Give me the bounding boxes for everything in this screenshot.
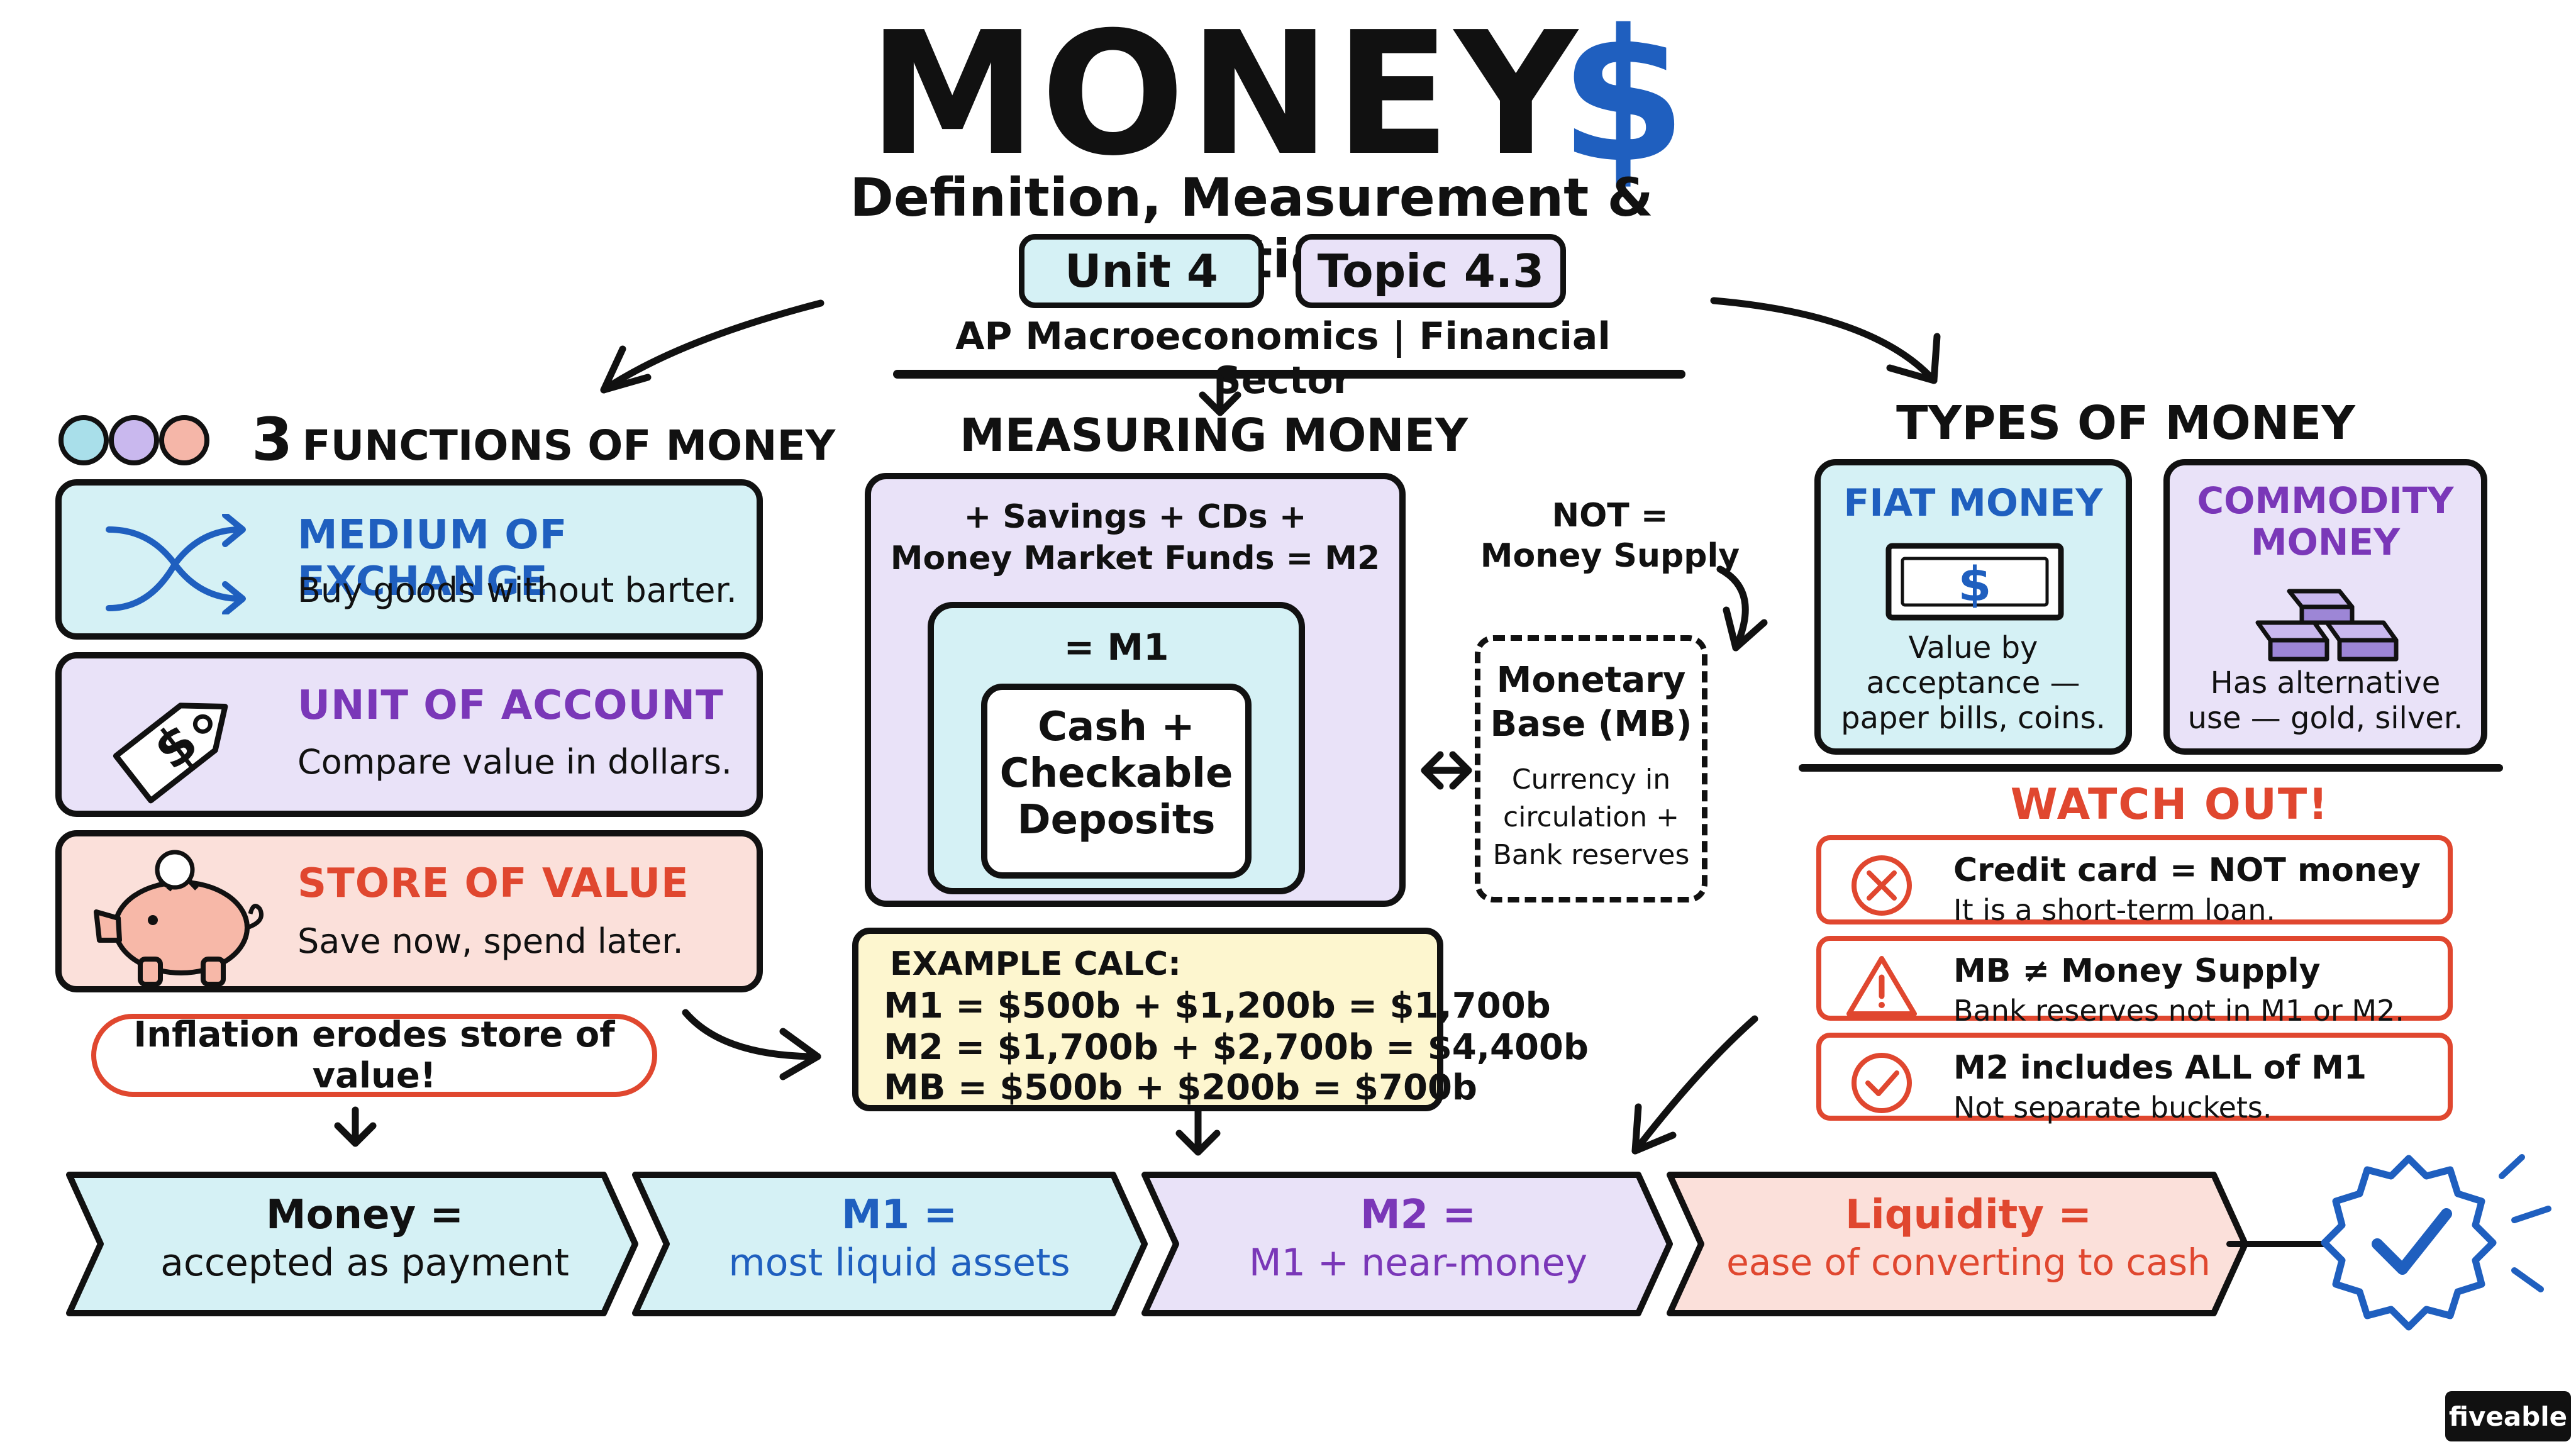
course-underline: [893, 370, 1685, 379]
inflation-warning: Inflation erodes store of value!: [91, 1014, 657, 1097]
check-seal-icon: [2321, 1154, 2551, 1331]
commodity-desc-1: Has alternative: [2210, 665, 2441, 701]
watch-item-m2: M2 includes ALL of M1 Not separate bucke…: [1816, 1033, 2453, 1124]
brand-logo: fiveable: [2445, 1391, 2571, 1441]
dollar-icon: $: [1560, 0, 1687, 203]
fiat-title: FIAT MONEY: [1843, 481, 2103, 525]
calc-title: EXAMPLE CALC:: [890, 945, 1181, 983]
card-description: Compare value in dollars.: [297, 742, 733, 782]
dollar-bill-icon: $: [1885, 543, 2064, 621]
watch-line-2: Bank reserves not in M1 or M2.: [1953, 994, 2404, 1028]
watch-item-mb: MB ≠ Money Supply Bank reserves not in M…: [1816, 936, 2453, 1028]
three-dots-icon: [58, 415, 209, 465]
mb-desc-1: Currency in: [1511, 763, 1671, 796]
unit-badge: Unit 4: [1019, 234, 1264, 308]
fiat-desc-3: paper bills, coins.: [1841, 701, 2106, 736]
price-tag-icon: $: [113, 702, 228, 804]
card-description: Save now, spend later.: [297, 921, 684, 961]
banner-money: Money = accepted as payment: [107, 1192, 623, 1285]
card-description: Buy goods without barter.: [297, 570, 737, 610]
banner-line-1: Money =: [265, 1192, 464, 1238]
watch-line-2: It is a short-term loan.: [1953, 893, 2275, 927]
core-line-2: Checkable: [999, 750, 1233, 797]
not-money-supply-note: NOT = Money Supply: [1465, 497, 1755, 575]
check-circle-icon: [1852, 1053, 1912, 1113]
core-line-1: Cash +: [1038, 704, 1195, 750]
piggy-bank-icon: [94, 850, 264, 987]
core-line-3: Deposits: [1017, 797, 1216, 843]
shuffle-arrows-icon: [106, 514, 246, 614]
m2-line-2: Money Market Funds = M2: [890, 540, 1380, 577]
svg-text:$: $: [1958, 556, 1992, 612]
mb-title-1: Monetary: [1496, 660, 1686, 701]
not-line-2: Money Supply: [1480, 537, 1740, 575]
m2-line-1: + Savings + CDs +: [963, 498, 1307, 536]
fiat-desc-1: Value by: [1908, 630, 2038, 665]
types-divider: [1799, 764, 2503, 772]
card-title: STORE OF VALUE: [297, 860, 689, 907]
mb-desc-3: Bank reserves: [1492, 839, 1690, 871]
watch-item-credit-card: Credit card = NOT money It is a short-te…: [1816, 835, 2453, 927]
card-title: MEDIUM OF EXCHANGE: [297, 512, 568, 605]
title-text: MONEY: [868, 0, 1582, 193]
card-title: UNIT OF ACCOUNT: [297, 682, 724, 729]
watch-line-1: Credit card = NOT money: [1953, 852, 2421, 889]
banner-line-2: most liquid assets: [728, 1241, 1070, 1285]
page-title: MONEY: [868, 6, 1577, 182]
core-box: Cash + Checkable Deposits: [981, 684, 1252, 879]
banner-m1: M1 = most liquid assets: [673, 1192, 1126, 1285]
watch-out-heading: WATCH OUT!: [2010, 780, 2329, 830]
functions-heading-text: FUNCTIONS OF MONEY: [302, 421, 836, 470]
watch-line-1: MB ≠ Money Supply: [1953, 952, 2321, 990]
types-heading: TYPES OF MONEY: [1896, 396, 2355, 450]
not-line-1: NOT =: [1552, 497, 1668, 535]
fiat-money-card: FIAT MONEY $ Value by acceptance — paper…: [1814, 459, 2132, 755]
fiat-desc-2: acceptance —: [1866, 665, 2080, 701]
card-unit-of-account: $ UNIT OF ACCOUNT Compare value in dolla…: [55, 652, 763, 817]
functions-heading-number: 3: [252, 406, 293, 474]
banner-line-1: Liquidity =: [1845, 1192, 2092, 1238]
measuring-heading: MEASURING MONEY: [960, 409, 1468, 462]
banner-line-2: M1 + near-money: [1248, 1241, 1588, 1285]
mb-title-2: Base (MB): [1490, 704, 1692, 745]
card-medium-of-exchange: MEDIUM OF EXCHANGE Buy goods without bar…: [55, 479, 763, 640]
banner-line-2: accepted as payment: [160, 1241, 569, 1285]
calc-line-m2: M2 = $1,700b + $2,700b = $4,400b: [884, 1027, 1589, 1068]
m1-label: = M1: [1063, 626, 1169, 669]
m1-box: = M1 Cash + Checkable Deposits: [928, 602, 1305, 894]
monetary-base-box: Monetary Base (MB) Currency in circulati…: [1475, 635, 1707, 902]
watch-line-2: Not separate buckets.: [1953, 1091, 2272, 1124]
brand-logo-text: fiveable: [2448, 1401, 2568, 1432]
functions-heading: 3 FUNCTIONS OF MONEY: [252, 406, 835, 474]
card-store-of-value: STORE OF VALUE Save now, spend later.: [55, 830, 763, 992]
commodity-money-card: COMMODITY MONEY Has alternative use — go…: [2163, 459, 2487, 755]
banner-line-1: M1 =: [841, 1192, 958, 1238]
inflation-warning-text: Inflation erodes store of value!: [133, 1014, 615, 1096]
banner-liquidity: Liquidity = ease of converting to cash: [1711, 1192, 2226, 1284]
banner-m2: M2 = M1 + near-money: [1182, 1192, 1654, 1285]
banner-line-1: M2 =: [1360, 1192, 1477, 1238]
m2-box: + Savings + CDs + Money Market Funds = M…: [865, 473, 1406, 907]
gold-bars-icon: [2255, 589, 2399, 662]
commodity-title-1: COMMODITY: [2197, 479, 2454, 522]
commodity-desc-2: use — gold, silver.: [2187, 701, 2463, 736]
calc-line-m1: M1 = $500b + $1,200b = $1,700b: [884, 985, 1551, 1026]
banner-line-2: ease of converting to cash: [1726, 1241, 2211, 1284]
commodity-title-2: MONEY: [2250, 521, 2401, 564]
calc-line-mb: MB = $500b + $200b = $700b: [884, 1067, 1477, 1108]
mb-desc-2: circulation +: [1503, 801, 1679, 833]
example-calc-box: EXAMPLE CALC: M1 = $500b + $1,200b = $1,…: [852, 928, 1589, 1111]
topic-badge: Topic 4.3: [1296, 234, 1566, 308]
warning-triangle-icon: [1846, 956, 1917, 1016]
x-circle-icon: [1852, 855, 1912, 916]
watch-line-1: M2 includes ALL of M1: [1953, 1049, 2367, 1087]
